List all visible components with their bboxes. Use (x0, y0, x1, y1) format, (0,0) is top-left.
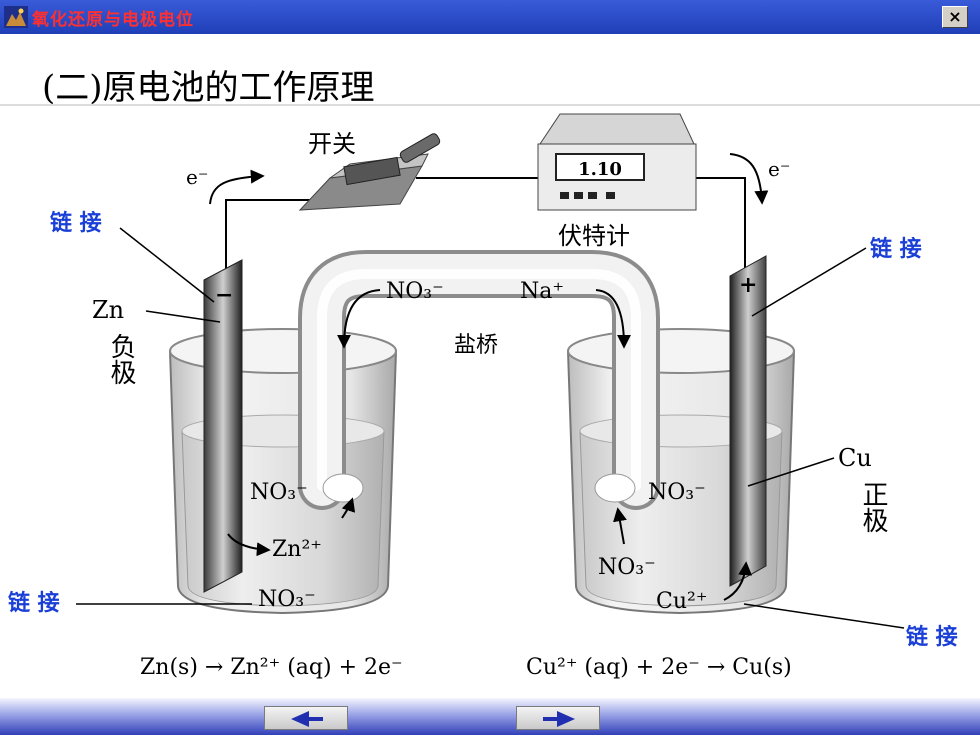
annotation-pointer-2 (751, 247, 867, 317)
voltmeter-label: 伏特计 (558, 222, 630, 250)
title-bar: 氧化还原与电极电位 × (0, 0, 980, 34)
divider (0, 104, 980, 106)
left-ion-nitrate-2: NO₃⁻ (258, 587, 316, 612)
left-ion-nitrate-1: NO₃⁻ (250, 480, 308, 505)
right-ion-arrow-2 (723, 561, 753, 601)
electron-flow-arrow-right (729, 153, 769, 205)
minus-sign: − (215, 282, 233, 308)
annotation-pointer-1 (119, 227, 215, 303)
window-title: 氧化还原与电极电位 (32, 10, 194, 30)
right-ion-copper: Cu²⁺ (656, 589, 707, 614)
anode-label: Zn (92, 296, 124, 324)
prev-slide-button[interactable] (264, 706, 348, 730)
annotation-link-4[interactable]: 链 接 (906, 624, 958, 650)
annotation-link-3[interactable]: 链 接 (8, 590, 60, 616)
cathode-label: Cu (838, 444, 872, 472)
anode-name: 负极 (84, 333, 136, 385)
left-arrow-icon (291, 711, 323, 727)
left-ion-zinc: Zn²⁺ (272, 537, 322, 562)
voltmeter-icon (537, 113, 697, 211)
galvanic-cell-diagram: 开关 1.10 伏特计 e⁻ e⁻ NO₃⁻ Na⁺ 盐桥 − + (8, 113, 958, 680)
copper-electrode (729, 255, 767, 587)
app-icon (4, 6, 28, 28)
anode-name-text: 负极 (84, 333, 136, 385)
salt-bridge-label: 盐桥 (454, 333, 498, 358)
cathode-name-text: 正极 (836, 481, 888, 533)
external-wire (225, 177, 746, 276)
cathode-name: 正极 (836, 481, 888, 533)
anode-equation: Zn(s) → Zn²⁺ (aq) + 2e⁻ (140, 655, 403, 680)
annotation-link-1[interactable]: 链 接 (50, 210, 102, 236)
voltmeter-reading: 1.10 (578, 159, 622, 180)
annotation-pointer-4 (743, 603, 905, 629)
electron-label-left: e⁻ (186, 165, 208, 189)
close-button[interactable]: × (942, 6, 968, 28)
bottom-nav-bar (0, 698, 980, 735)
slide-title: (二)原电池的工作原理 (42, 68, 375, 108)
right-ion-nitrate-1: NO₃⁻ (648, 480, 706, 505)
cathode-equation: Cu²⁺ (aq) + 2e⁻ → Cu(s) (526, 655, 792, 680)
bridge-ion-right: Na⁺ (520, 279, 564, 304)
annotation-link-2[interactable]: 链 接 (870, 236, 922, 262)
zinc-electrode (203, 259, 243, 593)
plus-sign: + (739, 272, 757, 298)
title-area (0, 34, 980, 106)
right-arrow-icon (543, 711, 575, 727)
switch-label: 开关 (308, 130, 356, 158)
electron-flow-arrow-left (209, 169, 265, 205)
bridge-ion-left: NO₃⁻ (386, 279, 444, 304)
switch-icon[interactable] (298, 132, 441, 211)
anode-pointer (145, 310, 221, 323)
left-ion-arrow-2 (227, 533, 271, 557)
cathode-pointer (747, 457, 835, 487)
right-ion-arrow-1 (613, 507, 627, 545)
left-ion-arrow-1 (341, 497, 356, 519)
electron-label-right: e⁻ (768, 157, 790, 181)
right-ion-nitrate-2: NO₃⁻ (598, 555, 656, 580)
salt-bridge (298, 250, 660, 510)
bridge-arrow-left (337, 289, 381, 349)
bridge-arrow-right (595, 289, 631, 349)
next-slide-button[interactable] (516, 706, 600, 730)
